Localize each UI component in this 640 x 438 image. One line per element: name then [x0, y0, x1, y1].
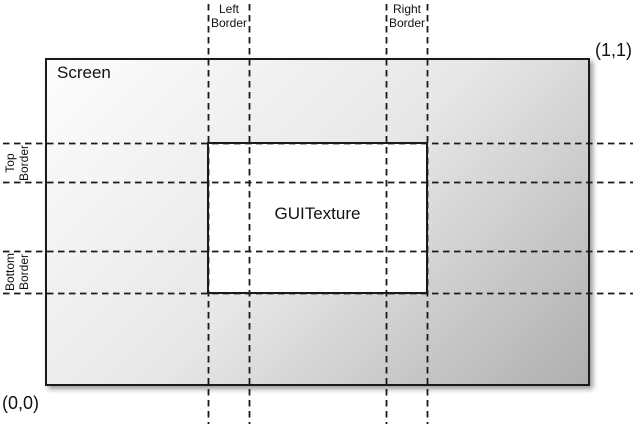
- coord-bottom-left: (0,0): [2, 393, 40, 413]
- left-border-label: Left Border: [211, 2, 247, 30]
- screen-label: Screen: [57, 63, 111, 82]
- right-border-label: Right Border: [389, 2, 425, 30]
- guitexture-label: GUITexture: [274, 204, 361, 223]
- guitexture-rect: GUITexture: [207, 142, 428, 294]
- bottom-border-label: Bottom Border: [3, 253, 31, 291]
- left-border-label-line2: Border: [210, 16, 248, 30]
- bottom-border-label-line2: Border: [17, 253, 31, 291]
- left-border-label-line1: Left: [218, 2, 239, 16]
- right-border-label-line1: Right: [392, 2, 421, 16]
- right-border-label-line2: Border: [388, 16, 426, 30]
- top-border-label-line2: Border: [17, 144, 31, 182]
- bottom-border-label-line1: Bottom: [3, 252, 17, 292]
- top-border-label-line1: Top: [3, 153, 17, 173]
- coord-top-right: (1,1): [595, 40, 633, 60]
- top-border-label: Top Border: [3, 145, 31, 181]
